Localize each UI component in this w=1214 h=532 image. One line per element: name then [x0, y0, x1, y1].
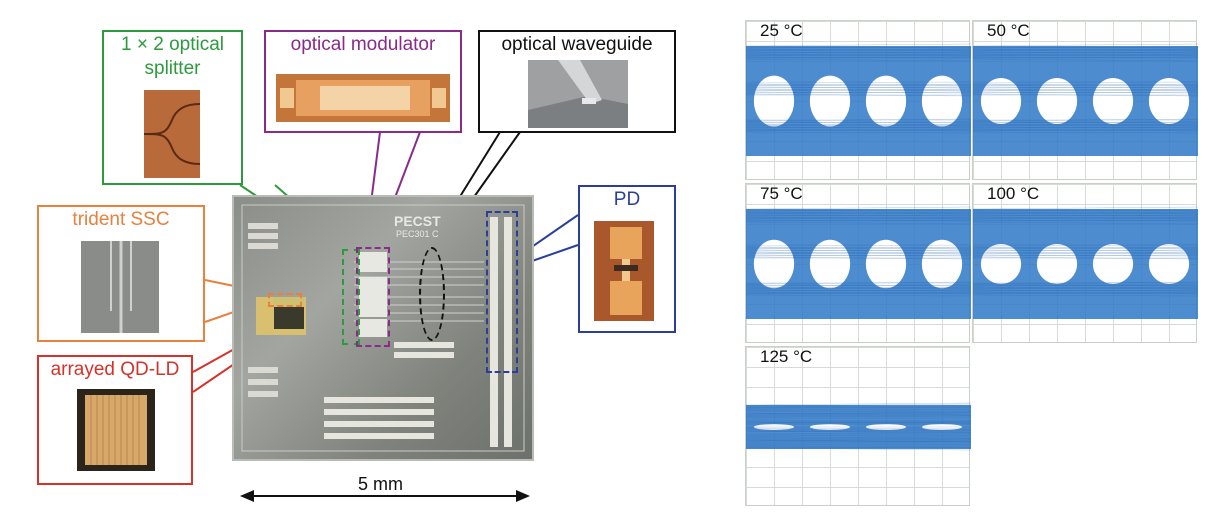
chip-code: PEC301 C [396, 229, 439, 239]
eye-opening [753, 424, 795, 430]
ssc-region [268, 293, 302, 307]
eye-diagram [746, 206, 971, 319]
eye-opening [865, 75, 907, 127]
eye-opening [980, 244, 1022, 284]
eye-opening [809, 424, 851, 430]
eye-panel: 25 °C [745, 20, 971, 180]
eye-diagram [746, 402, 971, 451]
eye-opening [865, 424, 907, 430]
qdld-callout: arrayed QD-LD [37, 355, 193, 485]
eye-diagram [973, 206, 1198, 319]
temperature-label: 100 °C [987, 184, 1040, 203]
eye-diagram [746, 43, 971, 156]
waveguide-micrograph [528, 60, 628, 128]
waveguide-callout: optical waveguide [478, 30, 676, 133]
ssc-label: trident SSC [72, 209, 170, 230]
qdld-micrograph [77, 389, 155, 471]
eye-panel: 75 °C [745, 183, 971, 343]
eye-opening [865, 239, 907, 289]
eye-diagram [973, 43, 1198, 156]
eye-opening [753, 239, 795, 289]
splitter-region [342, 249, 360, 345]
eye-opening [921, 424, 963, 430]
qdld-label: arrayed QD-LD [50, 359, 180, 380]
eye-opening [809, 75, 851, 127]
pd-micrograph [594, 221, 654, 321]
eye-panel: 125 °C [745, 346, 971, 506]
chip-layout [241, 204, 525, 452]
pd-callout: PD [578, 185, 676, 333]
eye-opening [980, 78, 1022, 124]
pd-label: PD [613, 189, 641, 210]
eye-opening [1092, 78, 1134, 124]
temperature-label: 50 °C [987, 21, 1030, 40]
scale-bar [240, 490, 530, 502]
temperature-label: 25 °C [760, 21, 803, 40]
splitter-callout: 1 × 2 optical splitter [102, 30, 243, 185]
modulator-label: optical modulator [290, 34, 436, 55]
waveguide-region [419, 247, 445, 341]
pd-region [486, 211, 518, 373]
scale-bar-label: 5 mm [354, 474, 407, 495]
eye-opening [809, 239, 851, 289]
ssc-micrograph [81, 241, 159, 333]
eye-opening [1036, 78, 1078, 124]
waveguide-label: optical waveguide [501, 34, 653, 55]
eye-opening [1036, 244, 1078, 284]
splitter-micrograph [144, 90, 200, 178]
eye-opening [1092, 244, 1134, 284]
modulator-callout: optical modulator [264, 30, 462, 133]
chip-micrograph: PECST PEC301 C [232, 195, 534, 461]
splitter-label-line2: splitter [144, 58, 201, 79]
eye-opening [1148, 78, 1190, 124]
splitter-label-line1: 1 × 2 optical [121, 34, 224, 55]
eye-panel: 50 °C [972, 20, 1198, 180]
eye-opening [1148, 244, 1190, 284]
ssc-callout: trident SSC [37, 205, 205, 342]
temperature-label: 75 °C [760, 184, 803, 203]
chip-logo: PECST [394, 213, 441, 229]
eye-panel: 100 °C [972, 183, 1198, 343]
modulator-micrograph [276, 74, 450, 122]
eye-opening [921, 239, 963, 289]
eye-opening [753, 75, 795, 127]
eye-opening [921, 75, 963, 127]
modulator-region [356, 247, 390, 347]
temperature-label: 125 °C [760, 347, 813, 366]
